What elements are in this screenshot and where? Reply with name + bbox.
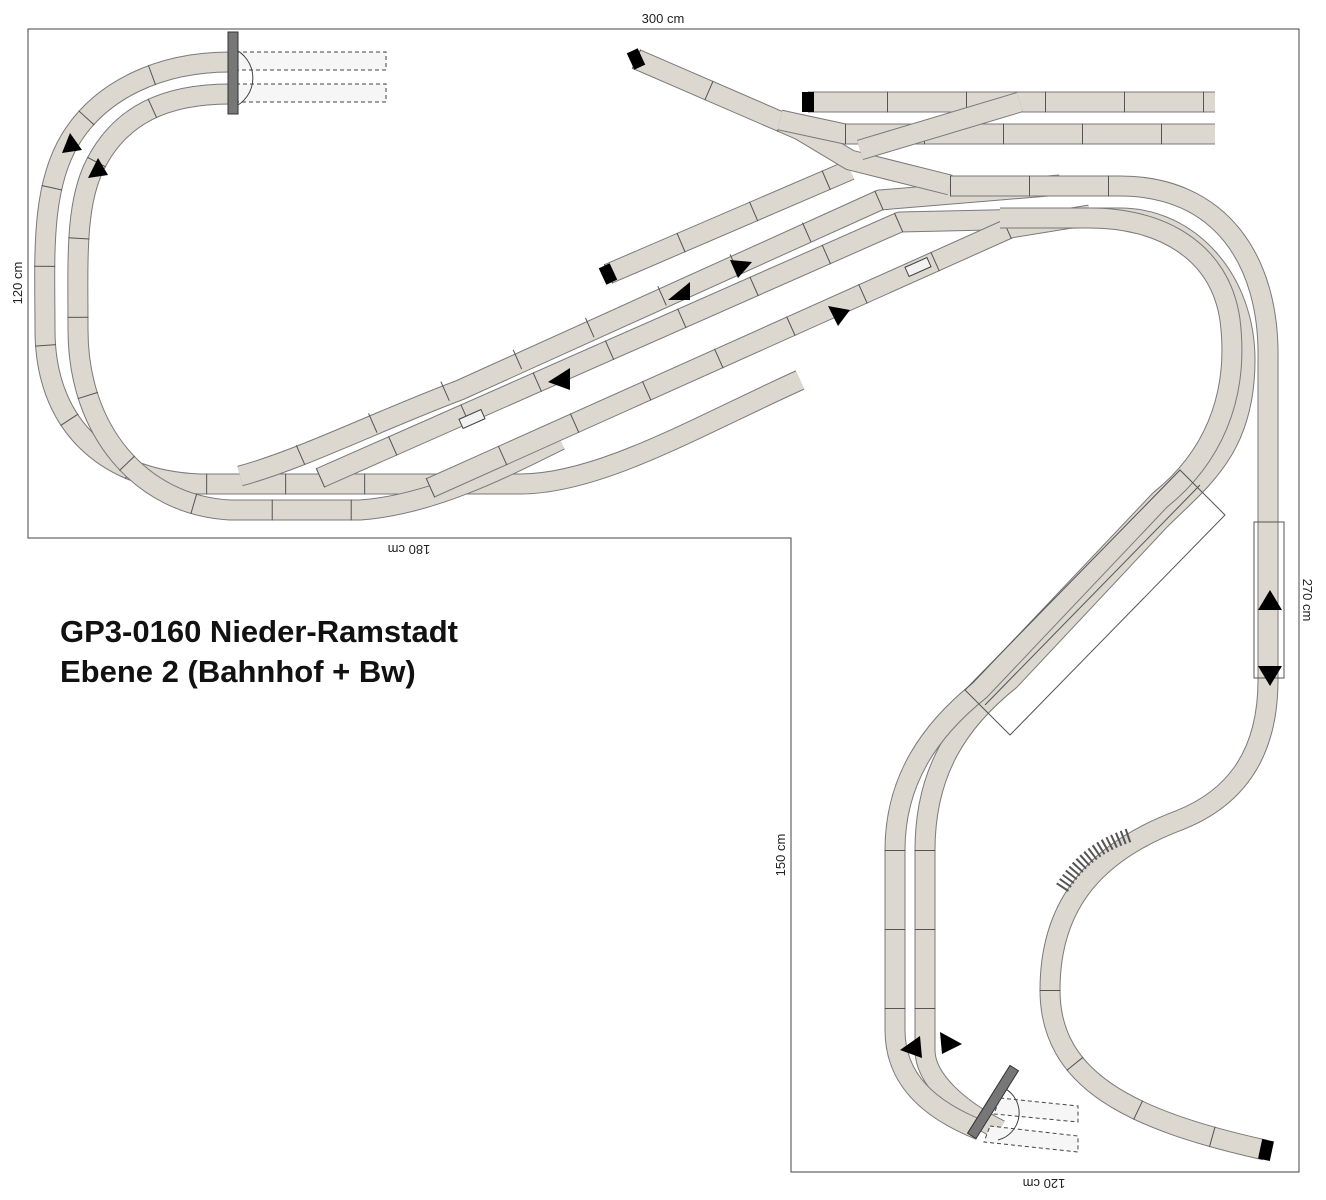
platform-ne	[964, 469, 1226, 736]
turntable-top-bridge	[227, 31, 239, 115]
arrow-diag-lower	[828, 306, 850, 326]
dimension-top: 300 cm	[642, 11, 685, 26]
stall-bottom-1	[993, 1097, 1079, 1123]
uncoupler-2	[904, 256, 932, 278]
uncoupler-1	[458, 408, 486, 430]
track-outer-west-loop	[34, 51, 805, 495]
dimension-inner-bottom: 180 cm	[388, 542, 431, 557]
dimension-inner-left: 150 cm	[773, 834, 788, 877]
buffer-stops	[598, 48, 1274, 1162]
track-east-curves	[884, 175, 1279, 1161]
track-yard	[631, 49, 1215, 196]
direction-arrows	[62, 133, 1282, 1058]
buffer-stop-yard-nw	[626, 48, 646, 70]
arrow-east-down	[1258, 666, 1282, 686]
arrow-diag-upper-2	[730, 260, 752, 278]
arrow-west-outer	[62, 133, 82, 153]
stall-top-2	[235, 83, 387, 103]
buffer-stop-south-end	[1258, 1138, 1274, 1162]
dimension-bottom: 120 cm	[1023, 1176, 1066, 1191]
arrow-diag-middle	[548, 368, 570, 390]
dimension-left: 120 cm	[10, 262, 25, 305]
baseboard-outline	[27, 28, 1300, 1173]
track-inner-west-loop	[67, 83, 565, 521]
stall-top-1	[235, 51, 387, 71]
buffer-stop-yard-1	[802, 92, 814, 112]
plan-title: GP3-0160 Nieder-Ramstadt Ebene 2 (Bahnho…	[60, 612, 458, 692]
tracks	[34, 49, 1279, 1161]
arrow-west-inner	[88, 158, 108, 178]
buffer-stop-siding-west	[598, 263, 618, 285]
uncoupler-markers	[458, 256, 932, 430]
plan-title-line1: GP3-0160 Nieder-Ramstadt	[60, 614, 458, 649]
arrow-diag-upper-1	[668, 282, 690, 300]
turntable-stalls	[231, 47, 1079, 1153]
dimension-right: 270 cm	[1300, 579, 1315, 622]
platform-ne-inner	[984, 484, 1201, 706]
stall-bottom-2	[983, 1125, 1079, 1153]
turntable-bottom-bridge	[966, 1064, 1020, 1140]
turntable-top-pit	[231, 47, 254, 109]
arrow-south-right	[940, 1032, 962, 1054]
arrow-south-left	[900, 1036, 922, 1058]
plan-title-line2: Ebene 2 (Bahnhof + Bw)	[60, 654, 416, 689]
arrow-east-up	[1258, 590, 1282, 610]
turntable-bottom-pit	[997, 1087, 1020, 1141]
